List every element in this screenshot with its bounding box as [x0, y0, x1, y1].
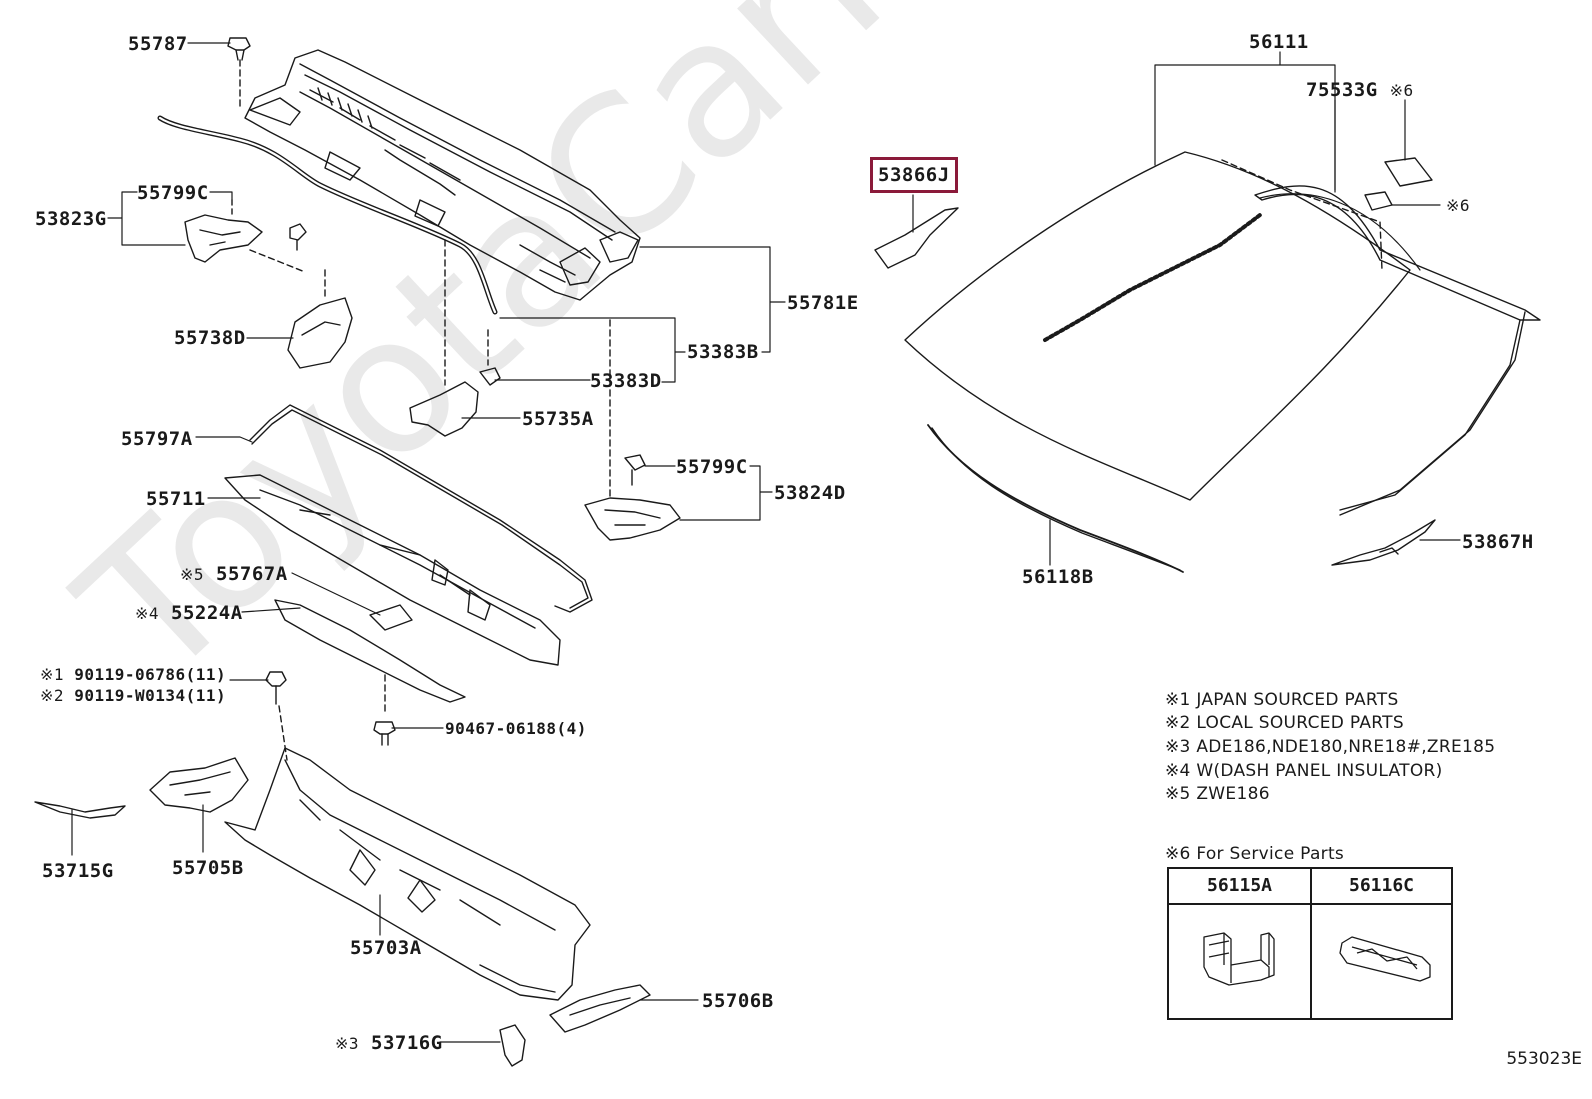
label-55767a-number: 55767A [216, 563, 288, 585]
label-90119-06786[interactable]: ※1 90119-06786(11) [40, 665, 226, 684]
label-53716g-mark: ※3 [335, 1034, 360, 1053]
label-55781e[interactable]: 55781E [787, 292, 859, 314]
washer-hose-shape [157, 115, 498, 315]
bracket-53823g-shape [184, 199, 307, 273]
label-53715g[interactable]: 53715G [42, 860, 114, 882]
label-mark6-right: ※6 [1446, 196, 1471, 215]
label-55224a[interactable]: ※4 55224A [135, 602, 243, 624]
label-55799c-mid[interactable]: 55799C [676, 456, 748, 478]
label-55224a-number: 55224A [171, 602, 243, 624]
label-75533g[interactable]: 75533G ※6 [1306, 79, 1414, 101]
strip-55706b-shape [549, 984, 651, 1033]
service-cell-56116c[interactable]: 56116C [1310, 869, 1451, 1018]
strip-53715g-shape [34, 801, 126, 819]
garnish-53867h-shape [1331, 519, 1436, 566]
note-5: ※5 ZWE186 [1165, 784, 1270, 804]
bolt-90119-shape [265, 671, 288, 761]
strip-56118b-shape [927, 424, 1184, 573]
molding-75533g-shape [1254, 185, 1541, 516]
seal-55738d-shape [287, 269, 353, 369]
label-75533g-mark: ※6 [1389, 81, 1414, 100]
label-53716g-number: 53716G [371, 1032, 443, 1054]
label-55787[interactable]: 55787 [128, 33, 188, 55]
label-90119-06786-mark: ※1 [40, 665, 65, 684]
label-55797a[interactable]: 55797A [121, 428, 193, 450]
service-clip-top-shape [1364, 157, 1433, 211]
windshield-56111-shape [904, 151, 1421, 501]
label-90467[interactable]: 90467-06188(4) [445, 719, 587, 738]
seal-55735a-shape [409, 239, 501, 437]
clip-56115a-icon [1203, 932, 1275, 986]
leader-lines [71, 42, 1461, 1043]
note-3: ※3 ADE186,NDE180,NRE18#,ZRE185 [1165, 737, 1496, 757]
diagram-code: 553023E [1506, 1049, 1582, 1069]
label-53383b[interactable]: 53383B [687, 341, 759, 363]
garnish-53866j-shape [874, 207, 959, 269]
label-90119-w0134[interactable]: ※2 90119-W0134(11) [40, 686, 226, 705]
cowl-top-panel-shape [244, 49, 641, 301]
note-1: ※1 JAPAN SOURCED PARTS [1165, 690, 1399, 710]
label-55703a[interactable]: 55703A [350, 937, 422, 959]
insulator-55224a-shape [274, 599, 466, 716]
bracket-53716g-shape [499, 1024, 526, 1067]
label-55767a[interactable]: ※5 55767A [180, 563, 288, 585]
service-head-56115a: 56115A [1169, 869, 1310, 905]
note-4: ※4 W(DASH PANEL INSULATOR) [1165, 761, 1443, 781]
label-53716g[interactable]: ※3 53716G [335, 1032, 443, 1054]
clip-90467-shape [373, 721, 396, 746]
label-55799c-top[interactable]: 55799C [137, 182, 209, 204]
label-55711[interactable]: 55711 [146, 488, 206, 510]
label-90119-w0134-mark: ※2 [40, 686, 65, 705]
cowl-55703a-shape [224, 747, 591, 1001]
bracket-55705b-shape [149, 757, 249, 813]
service-head-56116c: 56116C [1312, 869, 1451, 905]
service-parts-title: ※6 For Service Parts [1165, 844, 1345, 864]
label-55735a[interactable]: 55735A [522, 408, 594, 430]
label-53824d[interactable]: 53824D [774, 482, 846, 504]
label-53823g[interactable]: 53823G [35, 208, 107, 230]
label-53867h[interactable]: 53867H [1462, 531, 1534, 553]
label-55705b[interactable]: 55705B [172, 857, 244, 879]
label-90119-06786-number: 90119-06786(11) [74, 665, 227, 684]
clip-55787-shape [227, 37, 251, 111]
label-56111[interactable]: 56111 [1249, 31, 1309, 53]
clip-56116c-icon [1339, 936, 1431, 982]
seal-strip-55797a-shape [249, 404, 593, 613]
note-2: ※2 LOCAL SOURCED PARTS [1165, 713, 1404, 733]
label-75533g-number: 75533G [1306, 79, 1378, 101]
label-56118b[interactable]: 56118B [1022, 566, 1094, 588]
label-90119-w0134-number: 90119-W0134(11) [74, 686, 227, 705]
service-cell-56115a[interactable]: 56115A [1169, 869, 1310, 1018]
pad-55767a-shape [369, 604, 413, 631]
label-53866j-highlighted[interactable]: 53866J [870, 157, 958, 193]
service-parts-table: 56115A 56116C [1167, 867, 1453, 1020]
label-55767a-mark: ※5 [180, 565, 205, 584]
label-53383d[interactable]: 53383D [590, 370, 662, 392]
bracket-53824d-shape [584, 319, 681, 541]
label-55738d[interactable]: 55738D [174, 327, 246, 349]
label-55706b[interactable]: 55706B [702, 990, 774, 1012]
panel-55711-shape [224, 474, 561, 666]
label-55224a-mark: ※4 [135, 604, 160, 623]
